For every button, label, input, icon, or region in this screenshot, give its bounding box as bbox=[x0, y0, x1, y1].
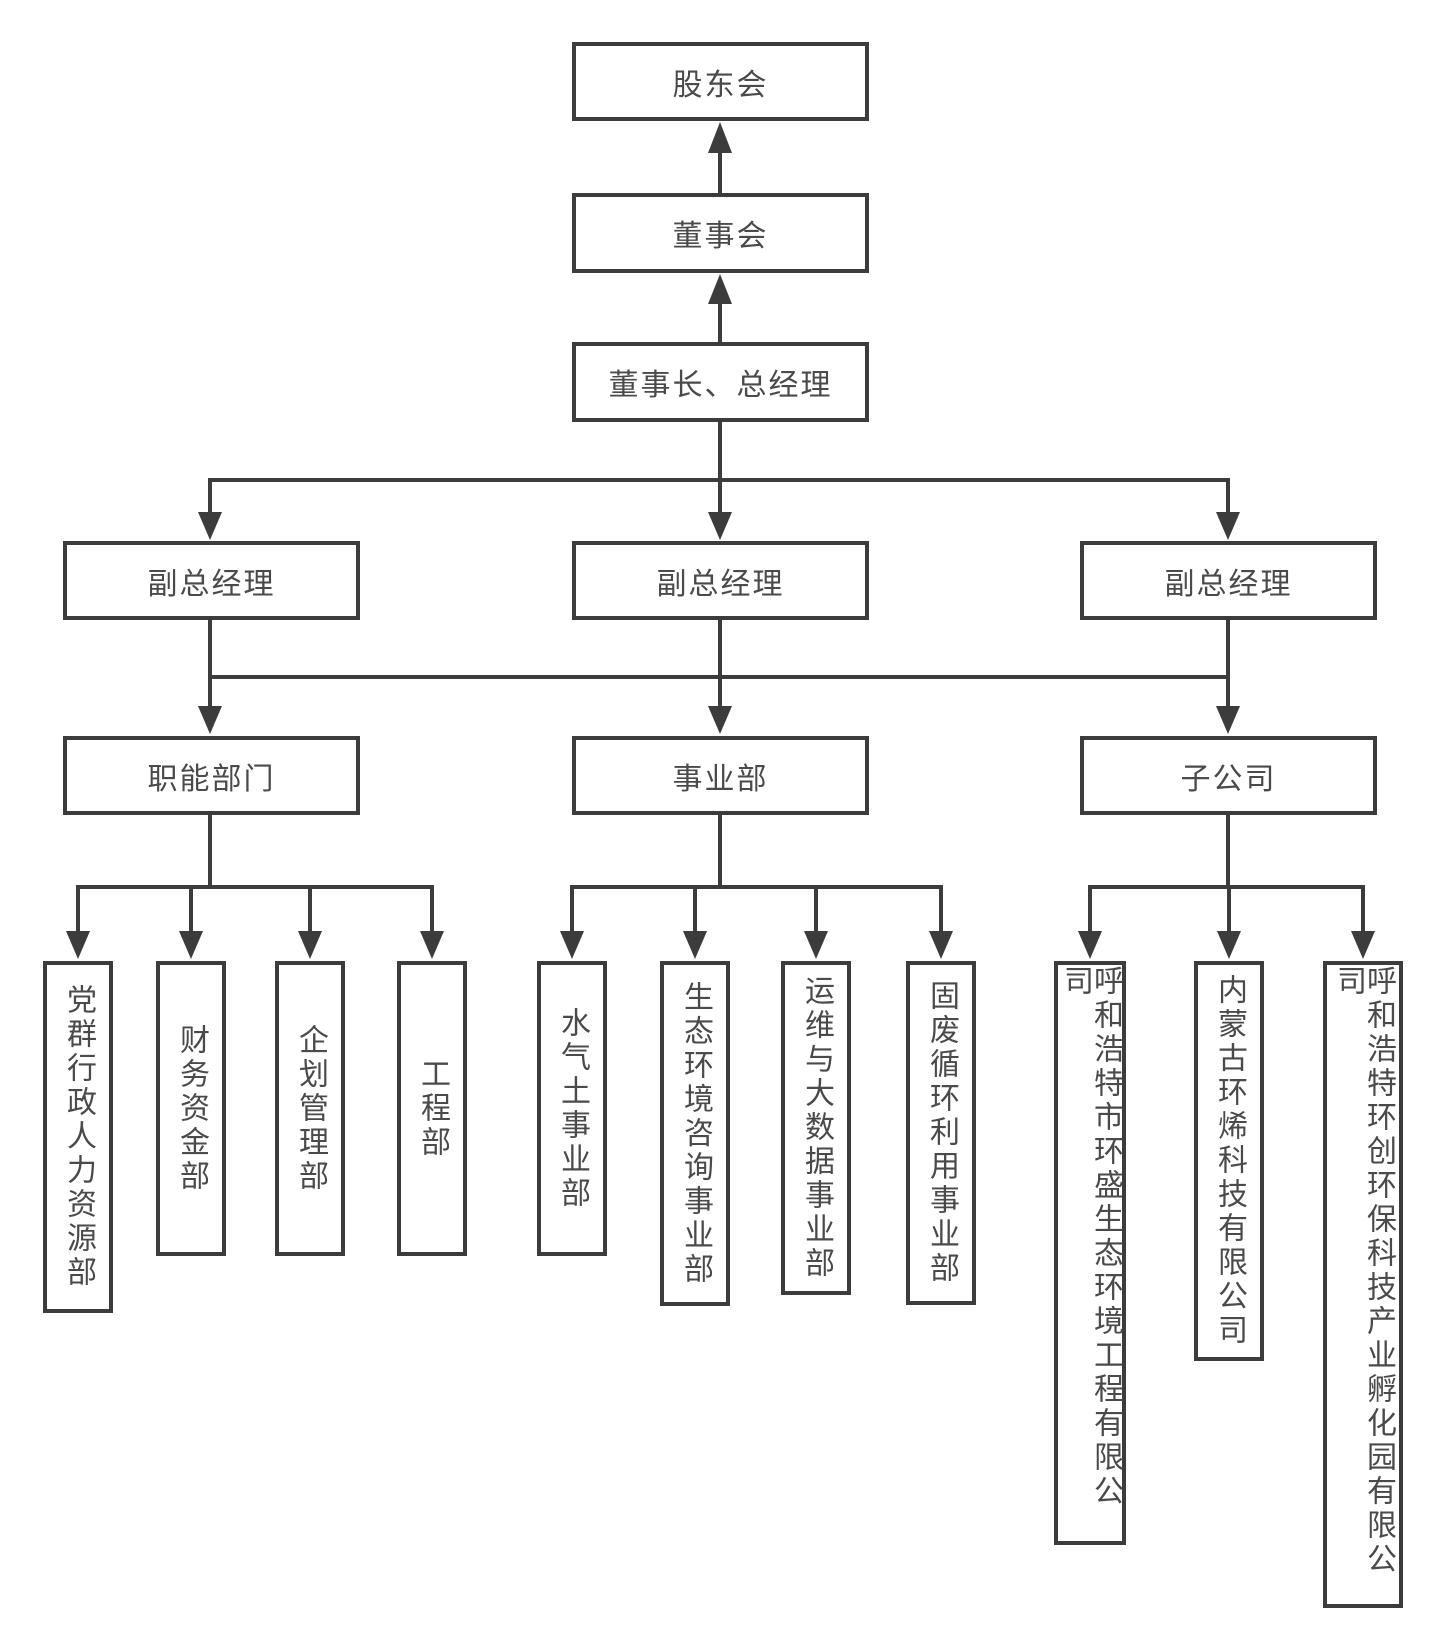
node-neimenggu-huanxi-tech-company: 内蒙古环烯科技有限公司 bbox=[1194, 961, 1264, 1361]
node-shareholders-meeting: 股东会 bbox=[572, 42, 869, 121]
node-subsidiaries: 子公司 bbox=[1080, 736, 1377, 815]
node-vice-gm-left: 副总经理 bbox=[63, 541, 360, 620]
node-solid-waste-recycling-division: 固废循环利用事业部 bbox=[906, 961, 976, 1305]
node-water-air-soil-division: 水气土事业部 bbox=[537, 961, 607, 1256]
node-vice-gm-middle: 副总经理 bbox=[572, 541, 869, 620]
node-finance-capital-dept: 财务资金部 bbox=[156, 961, 226, 1256]
node-huanchuang-incubator-company: 呼和浩特环创环保科技产业孵化园有限公司 bbox=[1323, 961, 1403, 1608]
node-party-admin-hr-dept: 党群行政人力资源部 bbox=[43, 961, 113, 1313]
node-vice-gm-right: 副总经理 bbox=[1080, 541, 1377, 620]
node-chairman-general-manager: 董事长、总经理 bbox=[572, 342, 869, 422]
node-eco-env-consulting-division: 生态环境咨询事业部 bbox=[660, 961, 730, 1306]
node-om-bigdata-division: 运维与大数据事业部 bbox=[781, 961, 851, 1295]
node-planning-management-dept: 企划管理部 bbox=[275, 961, 345, 1256]
node-functional-departments: 职能部门 bbox=[63, 736, 360, 815]
node-huansheng-eco-env-engineering-company: 呼和浩特市环盛生态环境工程有限公司 bbox=[1054, 961, 1126, 1545]
node-engineering-dept: 工程部 bbox=[397, 961, 467, 1256]
node-business-divisions: 事业部 bbox=[572, 736, 869, 815]
node-board-of-directors: 董事会 bbox=[572, 193, 869, 273]
